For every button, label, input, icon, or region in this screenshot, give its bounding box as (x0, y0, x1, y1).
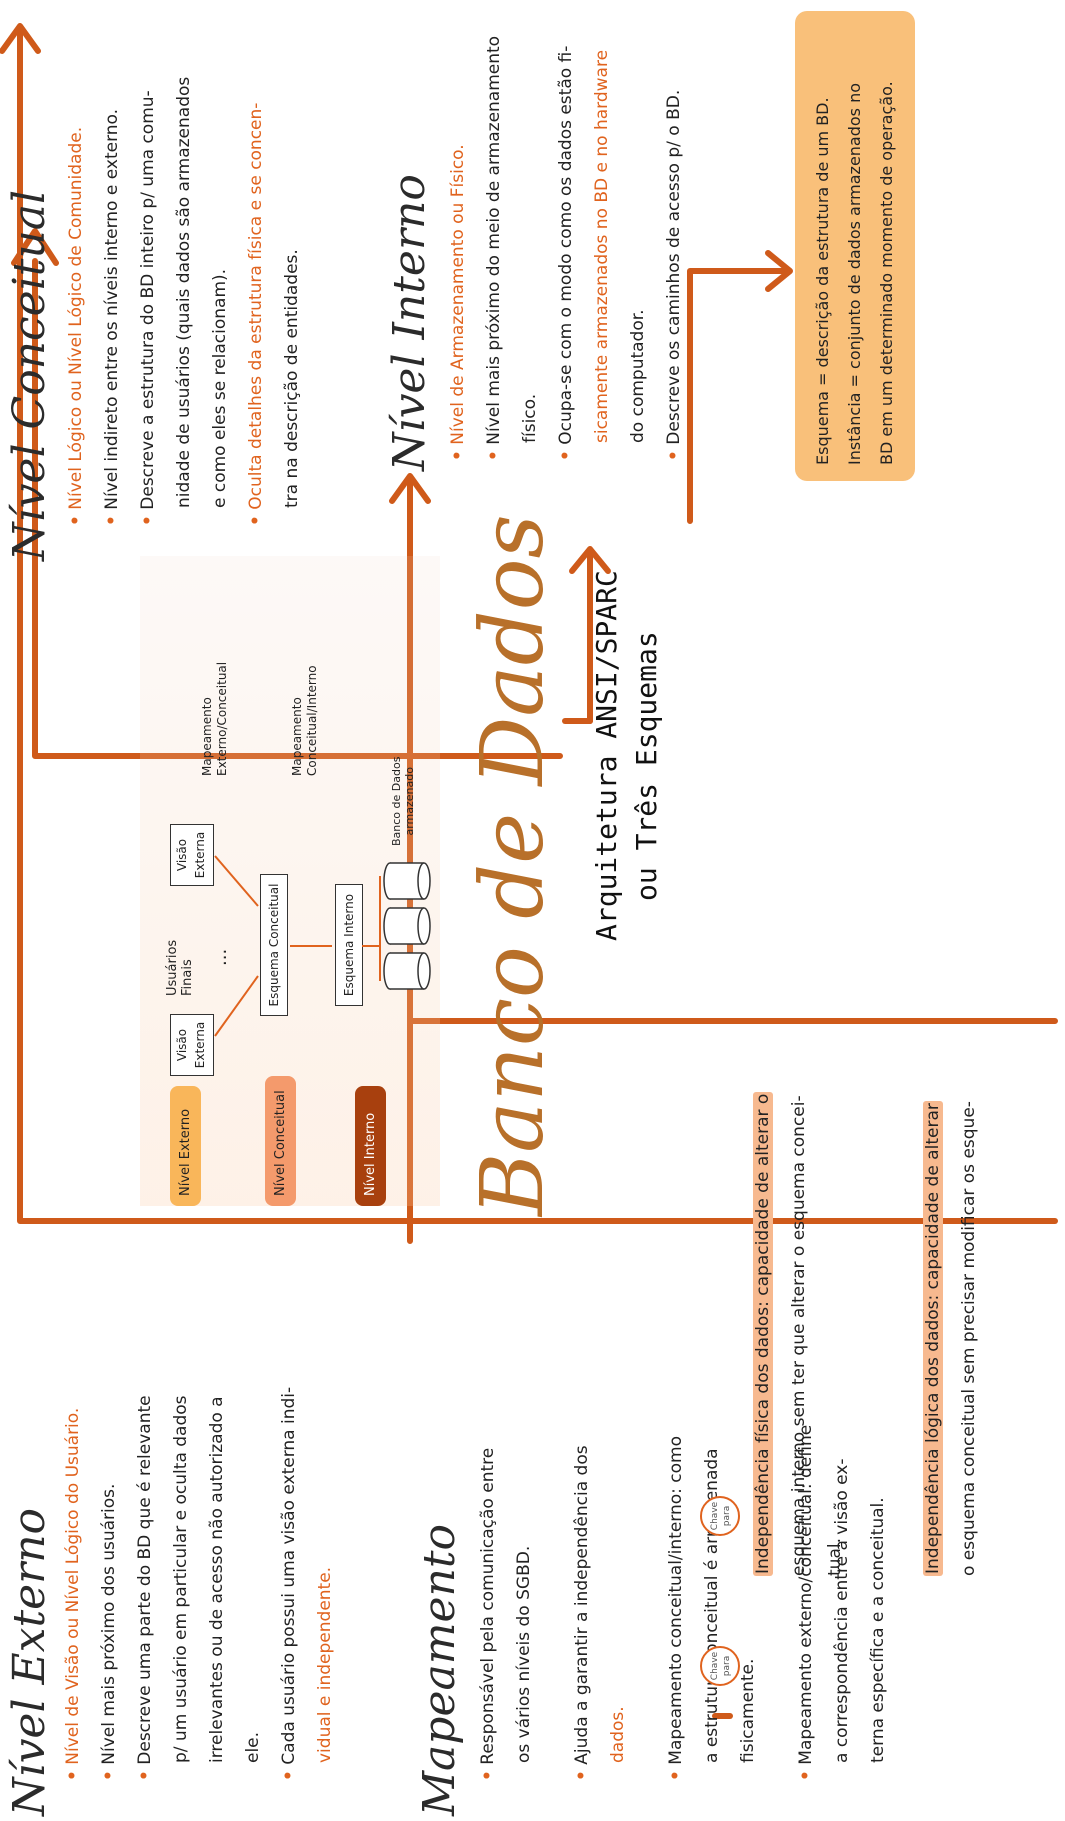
arrow-visao-conceitual (214, 975, 259, 1037)
arrow-visao-conceitual (214, 855, 259, 907)
conceitual-line: tra na descrição de entidades. (282, 249, 302, 508)
indep-line: Independência física dos dados: capacida… (753, 1091, 773, 1576)
indep-line: tual. (825, 1538, 845, 1576)
banco-de-dados-title: Banco de Dados (463, 514, 563, 1216)
schema-instance-note: Esquema = descrição da estrutura de um B… (795, 11, 915, 481)
line-to-note (687, 268, 788, 524)
note-line: Instância = conjunto de dados armazenado… (845, 82, 864, 465)
chave-label: Chave (710, 1651, 720, 1681)
chave-label: Chave (710, 1501, 720, 1531)
diagram-arrows (214, 855, 431, 1037)
interno-line: sicamente armazenados no BD e no hardwar… (592, 49, 612, 443)
arrow-conceitual (0, 23, 41, 54)
interno-line: do computador. (628, 309, 648, 443)
interno-line: Nível mais próximo do meio de armazename… (484, 35, 504, 445)
indep-fisica: Independência física dos dados: capacida… (745, 1036, 853, 1576)
indep-line: esquema interno sem ter que alterar o es… (789, 1095, 809, 1576)
interno-line: Nível de Armazenamento ou Físico. (448, 144, 468, 445)
externo-line: Cada usuário possui uma visão externa in… (279, 1386, 299, 1765)
interno-title: Nível Interno (384, 174, 435, 471)
database-cylinders (383, 862, 431, 990)
subtitle-esquemas: ou Três Esquemas (630, 631, 663, 901)
conceitual-line: nidade de usuários (quais dados são arma… (174, 76, 194, 508)
externo-item: • Nível de Visão ou Nível Lógico do Usuá… (63, 1407, 83, 1781)
diagram-label: Banco de Dados (390, 756, 403, 846)
interno-line: físico. (520, 393, 540, 443)
line-to-conceitual (17, 28, 583, 1224)
externo-line: Nível de Visão ou Nível Lógico do Usuári… (63, 1407, 83, 1765)
chave-label: para (722, 1505, 732, 1527)
arrow-mapeamento (569, 546, 611, 574)
diagram: Nível Externo Nível Conceitual Nível Int… (140, 556, 440, 1206)
mapeamento-title: Mapeamento (414, 1524, 465, 1816)
conceitual-text: • Nível Lógico ou Nível Lógico de Comuni… (58, 6, 310, 526)
conceitual-line: Descreve a estrutura do BD inteiro p/ um… (138, 90, 158, 510)
externo-item: • Nível mais próximo dos usuários. (99, 1483, 119, 1781)
note-line: Esquema = descrição da estrutura de um B… (813, 97, 832, 465)
conceitual-line: Nível indireto entre os níveis interno e… (102, 108, 122, 510)
mapeamento-line: dados. (608, 1706, 628, 1763)
line-to-externo (32, 258, 563, 759)
mapeamento-line: Ajuda a garantir a independência dos (572, 1445, 592, 1765)
conceitual-line: e como eles se relacionam). (210, 268, 230, 508)
conceitual-line: Oculta detalhes da estrutura física e se… (246, 102, 266, 510)
mapeamento-line: os vários níveis do SGBD. (514, 1545, 534, 1763)
indep-logica-text: Independência lógica dos dados: capacida… (915, 1016, 987, 1576)
arrow-note (765, 250, 793, 292)
conceitual-title: Nível Conceitual (4, 189, 55, 561)
interno-line: Descreve os caminhos de acesso p/ o BD. (664, 89, 684, 445)
note-line: BD em um determinado momento de operação… (877, 81, 896, 465)
interno-line: Ocupa-se com o modo como os dados estão … (556, 45, 576, 445)
mapeamento-line: Mapeamento conceitual/interno: como (666, 1436, 686, 1765)
externo-title: Nível Externo (4, 1507, 55, 1816)
mapeamento-line: Responsável pela comunicação entre (478, 1447, 498, 1765)
interno-text: • Nível de Armazenamento ou Físico. • Ní… (440, 6, 692, 461)
diagram-label: armazenado (403, 767, 416, 836)
indep-line: o esquema conceitual sem precisar modifi… (959, 1101, 979, 1576)
arrow-interno (389, 473, 431, 504)
conceitual-line: Nível Lógico ou Nível Lógico de Comunida… (66, 126, 86, 510)
indep-line: Independência lógica dos dados: capacida… (923, 1101, 943, 1576)
externo-line: Descreve uma parte do BD que é relevante (135, 1395, 155, 1765)
externo-line: Nível mais próximo dos usuários. (99, 1483, 119, 1765)
subtitle-arquitetura: Arquitetura ANSI/SPARC (590, 570, 623, 941)
mapeamento-line: terna específica e a conceitual. (868, 1497, 888, 1763)
chave-label: para (722, 1655, 732, 1677)
